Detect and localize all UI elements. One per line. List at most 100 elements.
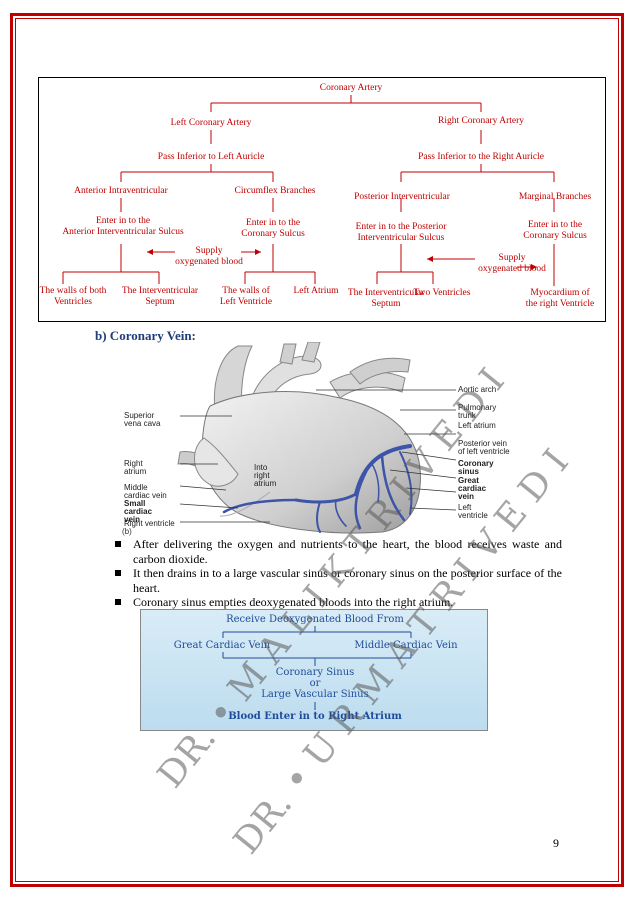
page-number: 9 <box>553 836 559 850</box>
vein-node-middle-cardiac: Middle Cardiac Vein <box>354 640 458 651</box>
coronary-vein-bullets: After delivering the oxygen and nutrient… <box>112 537 562 610</box>
page-border-inner <box>15 18 619 882</box>
label-great-cardiac-vein-line2: cardiac <box>458 484 487 493</box>
vein-node-coronary-sinus-line3: Large Vascular Sinus <box>261 689 369 700</box>
label-posterior-vein-line1: Posterior vein <box>458 439 507 448</box>
vein-node-coronary-sinus-line1: Coronary Sinus <box>275 667 355 678</box>
leaf-walls-both-line1: The walls of both <box>39 286 107 296</box>
node-right-coronary-artery: Right Coronary Artery <box>437 116 524 126</box>
node-supply-left-line1: Supply <box>195 246 223 256</box>
label-small-cardiac-vein-line2: cardiac <box>124 507 153 516</box>
leaf-walls-left-line2: Left Ventricle <box>219 297 273 307</box>
page-border <box>10 13 624 887</box>
node-enter-coronary-left-line2: Coronary Sulcus <box>241 229 305 239</box>
label-coronary-sinus-line1: Coronary <box>458 459 494 468</box>
vein-diagram-connectors <box>222 626 412 710</box>
label-pulmonary-trunk-line1: Pulmonary <box>458 403 497 412</box>
label-pulmonary-trunk: Pulmonary trunk <box>458 404 496 420</box>
node-enter-coronary-sulcus-left: Enter in to the Coronary Sulcus <box>225 218 321 240</box>
label-middle-cardiac-vein: Middle cardiac vein <box>124 484 167 500</box>
heart-illustration: Aortic arch Pulmonary trunk Left atrium … <box>120 341 530 537</box>
leaf-interventricular-septum-right: The Interventricular Septum <box>341 288 431 310</box>
figure-caption: (b) <box>122 527 132 536</box>
node-enter-anterior-line2: Anterior Interventricular Sulcus <box>62 227 184 237</box>
label-small-cardiac-vein-line3: vein <box>124 515 141 524</box>
leaf-septum-right-line2: Septum <box>371 299 401 309</box>
label-into-right-atrium-line1: Into <box>254 463 268 472</box>
label-aortic-arch: Aortic arch <box>458 385 497 394</box>
label-pulmonary-trunk-line2: trunk <box>458 411 476 420</box>
node-supply-right-line2: oxygenated blood <box>478 264 546 274</box>
node-enter-posterior-line2: Interventricular Sulcus <box>357 233 445 243</box>
label-middle-cardiac-vein-line1: Middle <box>124 483 148 492</box>
label-great-cardiac-vein-line3: vein <box>458 492 475 501</box>
node-supply-left-line2: oxygenated blood <box>175 257 243 267</box>
label-right-atrium-line2: atrium <box>124 467 147 476</box>
leaf-septum-left-line2: Septum <box>145 297 175 307</box>
label-right-atrium: Right atrium <box>124 460 146 476</box>
flowchart-connectors <box>62 95 555 286</box>
node-right-pass-inferior: Pass Inferior to the Right Auricle <box>418 152 544 162</box>
node-supply-right: Supply oxygenated blood <box>475 253 549 275</box>
label-left-ventricle: Left ventricle <box>458 504 488 520</box>
label-right-ventricle: Right ventricle <box>124 519 175 528</box>
leaf-left-atrium: Left Atrium <box>293 286 339 296</box>
label-middle-cardiac-vein-line2: cardiac vein <box>124 491 167 500</box>
vein-node-receive: Receive Deoxygenated Blood From <box>226 614 404 625</box>
bullet-item: Coronary sinus empties deoxygenated bloo… <box>112 595 562 610</box>
leaf-septum-right-line1: The Interventricular <box>347 288 425 298</box>
label-left-ventricle-line2: ventricle <box>458 511 488 520</box>
node-supply-right-line1: Supply <box>498 253 526 263</box>
section-heading-coronary-vein: b) Coronary Vein: <box>95 328 196 343</box>
leaf-walls-left-ventricle: The walls of Left Ventricle <box>211 286 281 308</box>
venous-drainage-diagram: Receive Deoxygenated Blood From Great Ca… <box>140 609 488 731</box>
node-anterior-intraventricular: Anterior Intraventricular <box>74 186 168 196</box>
node-enter-coronary-right-line1: Enter in to the <box>527 220 583 230</box>
node-posterior-interventricular: Posterior Interventricular <box>354 192 450 202</box>
vein-node-coronary-sinus-line2: or <box>309 678 321 689</box>
vein-node-great-cardiac: Great Cardiac Vein <box>173 640 271 651</box>
node-enter-coronary-sulcus-right: Enter in to the Coronary Sulcus <box>509 220 601 242</box>
label-posterior-vein-line2: of left ventricle <box>458 447 510 456</box>
label-coronary-sinus: Coronary sinus <box>458 460 494 476</box>
label-into-right-atrium: Into right atrium <box>254 464 276 488</box>
vein-node-enter-right-atrium: Blood Enter in to Right Atrium <box>228 711 402 722</box>
label-superior-vena-cava-line2: vena cava <box>124 419 161 428</box>
label-coronary-sinus-line2: sinus <box>458 467 479 476</box>
node-circumflex-branches: Circumflex Branches <box>234 186 316 196</box>
label-posterior-vein: Posterior vein of left ventricle <box>458 440 510 456</box>
label-right-atrium-line1: Right <box>124 459 143 468</box>
node-left-coronary-artery: Left Coronary Artery <box>170 118 252 128</box>
node-enter-anterior-sulcus: Enter in to the Anterior Interventricula… <box>53 216 193 238</box>
node-enter-posterior-line1: Enter in to the Posterior <box>355 222 447 232</box>
coronary-artery-flowchart: Coronary Artery Left Coronary Artery Rig… <box>38 77 606 322</box>
label-left-ventricle-line1: Left <box>458 503 472 512</box>
node-enter-anterior-line1: Enter in to the <box>95 216 151 226</box>
leaf-walls-left-line1: The walls of <box>222 286 270 296</box>
node-enter-coronary-left-line1: Enter in to the <box>245 218 301 228</box>
label-into-right-atrium-line2: right <box>254 471 270 480</box>
label-superior-vena-cava-line1: Superior <box>124 411 155 420</box>
leaf-myocardium-line1: Myocardium of <box>530 288 590 298</box>
label-small-cardiac-vein-line1: Small <box>124 499 146 508</box>
leaf-myocardium-right-ventricle: Myocardium of the right Ventricle <box>515 288 605 310</box>
vein-node-coronary-sinus: Coronary Sinus or Large Vascular Sinus <box>235 667 395 700</box>
node-coronary-artery: Coronary Artery <box>319 83 383 93</box>
label-into-right-atrium-line3: atrium <box>254 479 277 488</box>
node-enter-posterior-sulcus: Enter in to the Posterior Interventricul… <box>341 222 461 244</box>
node-marginal-branches: Marginal Branches <box>518 192 592 202</box>
node-enter-coronary-right-line2: Coronary Sulcus <box>523 231 587 241</box>
label-great-cardiac-vein-line1: Great <box>458 476 479 485</box>
node-supply-left: Supply oxygenated blood <box>173 246 245 268</box>
label-left-atrium: Left atrium <box>458 421 496 430</box>
leaf-walls-both-ventricles: The walls of both Ventricles <box>35 286 111 308</box>
leaf-walls-both-line2: Ventricles <box>54 297 92 307</box>
label-great-cardiac-vein: Great cardiac vein <box>458 477 486 501</box>
leaf-interventricular-septum-left: The Interventricular Septum <box>115 286 205 308</box>
leaf-two-ventricles: Two Ventricles <box>413 288 471 298</box>
bullet-item: After delivering the oxygen and nutrient… <box>112 537 562 566</box>
heart-drawing <box>177 341 457 534</box>
label-small-cardiac-vein: Small cardiac vein <box>124 500 152 524</box>
node-left-pass-inferior: Pass Inferior to Left Auricle <box>157 152 265 162</box>
bullet-item: It then drains in to a large vascular si… <box>112 566 562 595</box>
